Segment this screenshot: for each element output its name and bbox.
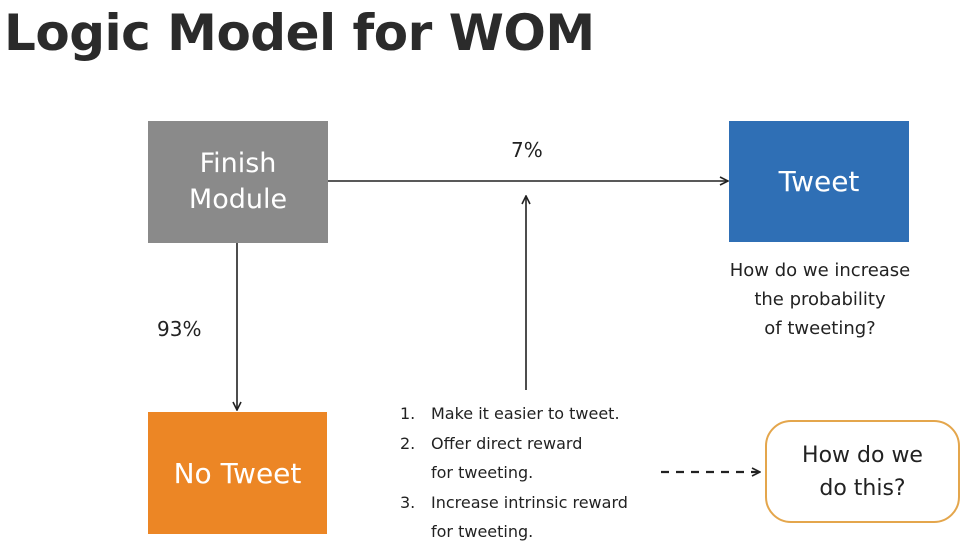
no-tweet-percentage-label: 93% [157,317,202,341]
finish-module-node: Finish Module [148,121,328,243]
question-line3: of tweeting? [764,318,876,339]
no-tweet-node: No Tweet [148,412,327,534]
list-item-number: 1. [400,404,416,423]
tweet-percentage-label: 7% [511,138,543,162]
question-line1: How do we increase [729,260,911,281]
intervention-list: 1. Make it easier to tweet. 2. Offer dir… [400,399,628,547]
question-line2: the probability [754,289,886,310]
list-item: 3. Increase intrinsic reward [400,488,628,518]
list-item-number: 3. [400,492,416,512]
how-do-we-do-this-node: How do we do this? [765,420,960,523]
how-node-line1: How do we [802,442,923,468]
list-item: 1. Make it easier to tweet. [400,399,628,429]
page-title: Logic Model for WOM [4,4,595,62]
tweet-node-label: Tweet [778,165,860,198]
list-item-text: Offer direct reward [431,433,583,453]
tweet-question-text: How do we increase the probability of tw… [700,256,940,343]
list-item: 2. Offer direct reward [400,429,628,459]
list-item-text: Make it easier to tweet. [431,404,620,423]
list-item-text: Increase intrinsic reward [431,492,628,512]
list-item-continuation: for tweeting. [431,463,534,482]
tweet-node: Tweet [729,121,909,242]
list-item-continuation: for tweeting. [431,522,534,541]
list-item-number: 2. [400,433,416,453]
how-node-line2: do this? [819,475,906,501]
finish-module-line2: Module [188,184,288,215]
no-tweet-node-label: No Tweet [173,456,302,490]
finish-module-line1: Finish [199,148,277,179]
